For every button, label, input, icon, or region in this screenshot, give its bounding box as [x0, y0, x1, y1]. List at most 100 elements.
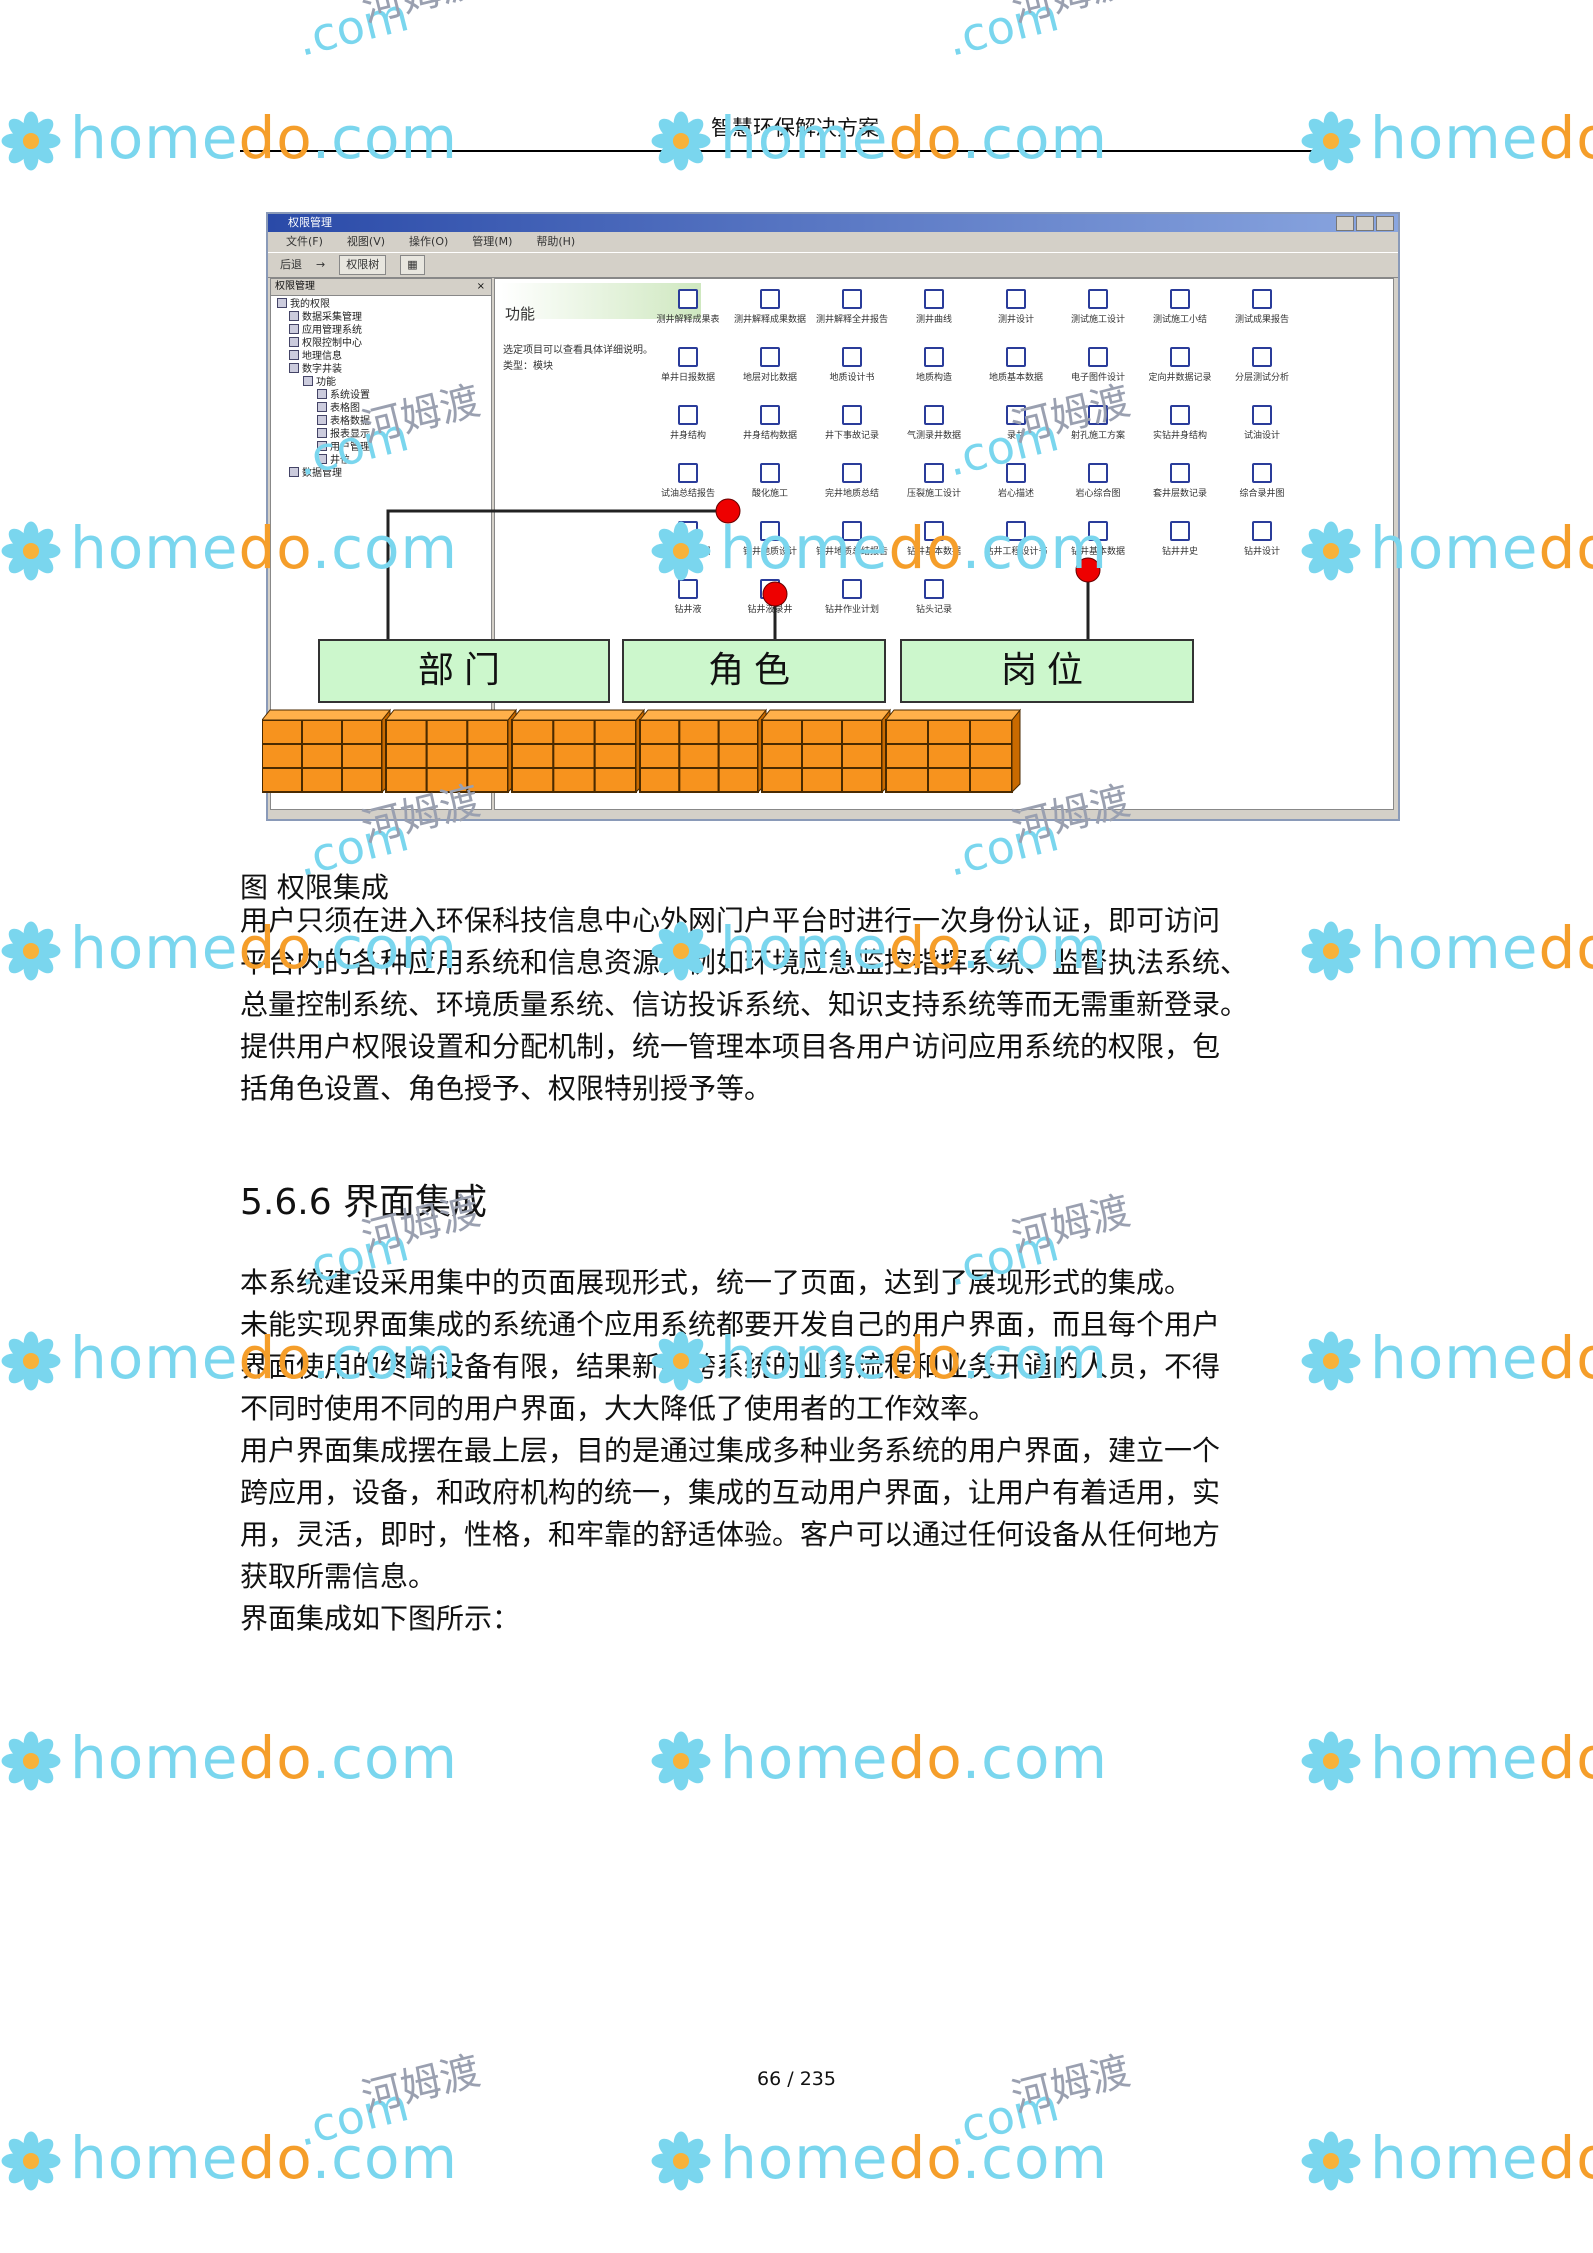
document-icon: [842, 521, 862, 541]
module-icon-item: 气测录井数据: [893, 405, 975, 463]
text-line: 提供用户权限设置和分配机制，统一管理本项目各用户访问应用系统的权限，包: [240, 1030, 1221, 1063]
module-icon-item: 射孔施工方案: [1057, 405, 1139, 463]
toolbar-view-button: ▦: [400, 255, 425, 275]
tree-pane-title: 权限管理: [275, 281, 315, 292]
tree-node-label: 数据采集管理: [302, 312, 362, 323]
folder-icon: [289, 311, 299, 321]
module-icon-item: 岩心综合图: [1057, 463, 1139, 521]
folder-icon: [289, 350, 299, 360]
document-icon: [760, 347, 780, 367]
module-icon-label: 测井解释成果表: [656, 315, 720, 325]
module-icon-item: 岩心描述: [975, 463, 1057, 521]
document-icon: [1170, 405, 1190, 425]
module-icon-item: 电子图件设计: [1057, 347, 1139, 405]
tree-pane-header: 权限管理×: [271, 279, 491, 296]
document-icon: [678, 347, 698, 367]
brick: [301, 767, 343, 793]
brick: [593, 719, 637, 745]
brick: [425, 719, 469, 745]
module-icon-item: 井身结构: [647, 405, 729, 463]
text-line: 总量控制系统、环境质量系统、信访投诉系统、知识支持系统等而无需重新登录。: [240, 988, 1249, 1021]
document-icon: [1170, 289, 1190, 309]
document-icon: [760, 405, 780, 425]
page-header: 智慧环保解决方案: [240, 110, 1350, 152]
document-icon: [1006, 289, 1026, 309]
watermark-brand: homedo.com: [70, 1724, 459, 1792]
brick: [885, 767, 929, 793]
module-icon-item: 酸化施工: [729, 463, 811, 521]
watermark-brand: homedo.com: [1370, 914, 1593, 982]
module-icon-label: 测试施工设计: [1070, 315, 1125, 325]
module-icon-label: 地层对比数据: [742, 373, 797, 383]
brick: [425, 743, 469, 769]
text-line: 界面使用的终端设备有限，结果新的跨系统的业务流程和业务开通的人员，不得: [240, 1350, 1221, 1383]
tree-node: 表格图: [277, 402, 491, 415]
toolbar-tree-button: 权限树: [339, 255, 387, 275]
tree-node-label: 权限控制中心: [302, 338, 362, 349]
watermark-brand: homedo.com: [1370, 514, 1593, 582]
module-icon-item: 综合录井图: [1221, 463, 1303, 521]
toolbar-back: 后退: [280, 258, 302, 271]
folder-icon: [289, 324, 299, 334]
brick: [841, 719, 883, 745]
document-icon: [678, 289, 698, 309]
figure-caption: 图 权限集成: [240, 871, 389, 904]
folder-icon: [317, 428, 327, 438]
text-line: 跨应用，设备，和政府机构的统一，集成的互动用户界面，让用户有着适用，实: [240, 1476, 1221, 1509]
brick: [341, 719, 383, 745]
module-icon-item: 定向井数据记录: [1139, 347, 1221, 405]
document-icon: [842, 463, 862, 483]
module-icon-label: 钻头记录: [915, 605, 952, 615]
tree-node-label: 系统设置: [330, 390, 370, 401]
document-icon: [1252, 521, 1272, 541]
module-icon-item: 钻头记录: [893, 579, 975, 637]
paragraph-2: 本系统建设采用集中的页面展现形式，统一了页面，达到了展现形式的集成。 未能实现界…: [240, 1262, 1350, 1640]
brick: [969, 719, 1013, 745]
flower-logo-icon: [1301, 2131, 1361, 2191]
tree-node: 功能: [277, 376, 491, 389]
menu-item: 管理(M): [472, 235, 513, 248]
module-icon-item: 地质设计书: [811, 347, 893, 405]
watermark-brand: homedo.com: [1370, 2124, 1593, 2192]
module-icon-item: 地层对比数据: [729, 347, 811, 405]
tree-node: 数字井装: [277, 363, 491, 376]
watermark-dotcom: .com: [291, 0, 414, 67]
module-icon-item: 井身结构数据: [729, 405, 811, 463]
document-icon: [1006, 347, 1026, 367]
module-icon-label: 地质设计书: [829, 373, 875, 383]
module-icon-item: 井下事故记录: [811, 405, 893, 463]
module-icon-label: 钻井井史: [1161, 547, 1198, 557]
module-icon-label: 钻井基本数据: [1070, 547, 1125, 557]
brick: [927, 767, 971, 793]
module-icon-label: 完井地质总结: [824, 489, 879, 499]
menu-item: 文件(F): [286, 235, 323, 248]
tree-node: 权限控制中心: [277, 337, 491, 350]
brick: [425, 767, 469, 793]
brick: [801, 719, 843, 745]
watermark-brand: homedo.com: [1370, 1324, 1593, 1392]
module-icon-item: 钻井工程设计书: [975, 521, 1057, 579]
module-icon-label: 酸化施工: [751, 489, 788, 499]
module-icon-label: 岩心描述: [997, 489, 1034, 499]
document-icon: [1252, 289, 1272, 309]
brick: [511, 767, 555, 793]
watermark-dotcom: .com: [941, 0, 1064, 67]
module-icon-label: 钻井作业计划: [824, 605, 879, 615]
document-icon: [1088, 405, 1108, 425]
brick: [801, 767, 843, 793]
document-icon: [678, 405, 698, 425]
brick: [593, 743, 637, 769]
module-icon-label: 岩心综合图: [1075, 489, 1121, 499]
brick-top: [262, 709, 392, 721]
document-icon: [924, 463, 944, 483]
brick: [927, 743, 971, 769]
brick: [885, 719, 929, 745]
brick: [301, 743, 343, 769]
brick: [511, 743, 555, 769]
flower-logo-icon: [1, 2131, 61, 2191]
folder-icon: [289, 337, 299, 347]
brick: [466, 719, 509, 745]
document-icon: [924, 405, 944, 425]
module-icon-label: 气测录井数据: [906, 431, 961, 441]
module-icon-label: 测井解释成果数据: [733, 315, 806, 325]
